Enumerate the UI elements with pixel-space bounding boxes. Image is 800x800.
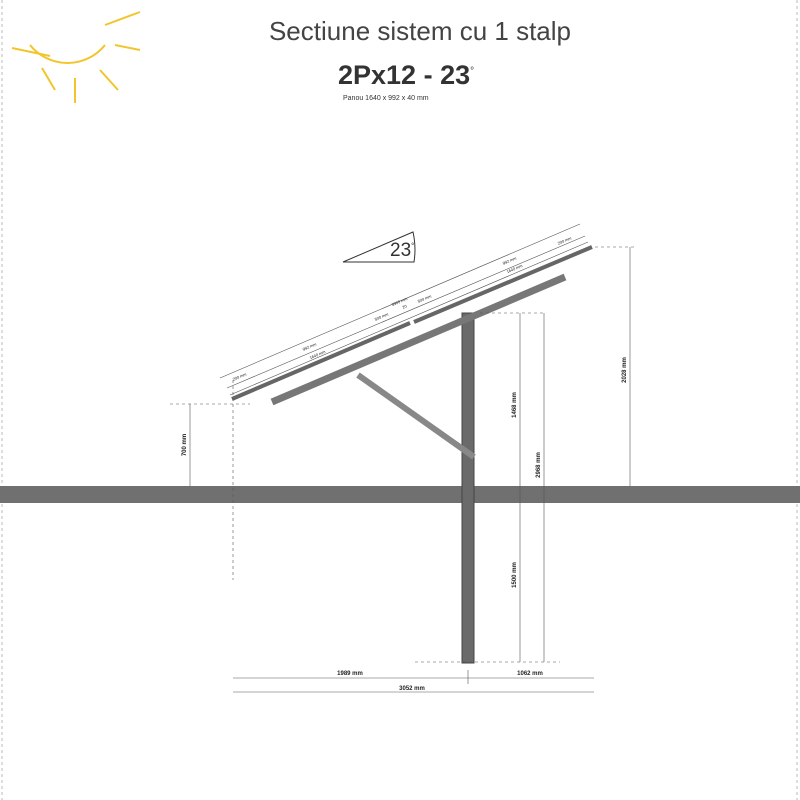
svg-text:700 mm: 700 mm xyxy=(182,434,188,456)
post xyxy=(461,312,475,664)
panel-2 xyxy=(413,245,593,324)
svg-text:3052 mm: 3052 mm xyxy=(399,686,425,692)
svg-text:500 mm: 500 mm xyxy=(374,311,390,322)
svg-text:1062 mm: 1062 mm xyxy=(517,671,543,677)
panel-note: Panou 1640 x 992 x 40 mm xyxy=(343,95,429,102)
svg-text:3300 mm: 3300 mm xyxy=(391,296,409,307)
angle-marker xyxy=(342,231,416,263)
svg-text:1468 mm: 1468 mm xyxy=(512,392,518,418)
ground-band xyxy=(0,486,800,503)
panel-dimension-labels: 3300 mm 992 mm 992 mm 1640 mm 1640 mm 50… xyxy=(232,235,573,382)
brace xyxy=(356,372,476,460)
svg-text:200 mm: 200 mm xyxy=(557,235,573,246)
svg-text:200 mm: 200 mm xyxy=(232,371,248,382)
svg-text:500 mm: 500 mm xyxy=(417,293,433,304)
subtitle: 2Px12 - 23° xyxy=(338,60,474,91)
title: Sectiune sistem cu 1 stalp xyxy=(268,16,572,46)
svg-text:1640 mm: 1640 mm xyxy=(506,263,524,274)
angle-value: 23 xyxy=(390,240,412,261)
svg-text:2968 mm: 2968 mm xyxy=(536,452,542,478)
dimension-labels: 700 mm 1468 mm 2968 mm 2028 mm 1500 mm 1… xyxy=(182,357,628,692)
svg-text:992 mm: 992 mm xyxy=(502,255,518,266)
panel-1 xyxy=(231,321,411,401)
rail xyxy=(270,273,567,406)
svg-text:1989 mm: 1989 mm xyxy=(337,671,363,677)
angle-degree: ° xyxy=(411,241,415,251)
angle-label: 23° xyxy=(390,240,414,262)
svg-text:992 mm: 992 mm xyxy=(302,341,318,352)
svg-text:2028 mm: 2028 mm xyxy=(622,357,628,383)
degree-sign: ° xyxy=(470,66,475,77)
svg-text:1640 mm: 1640 mm xyxy=(309,349,327,360)
svg-text:20: 20 xyxy=(401,303,408,310)
subtitle-text: 2Px12 - 23 xyxy=(338,60,471,90)
svg-text:1500 mm: 1500 mm xyxy=(512,562,518,588)
sun-icon xyxy=(11,11,141,103)
dimension-lines xyxy=(170,223,635,693)
